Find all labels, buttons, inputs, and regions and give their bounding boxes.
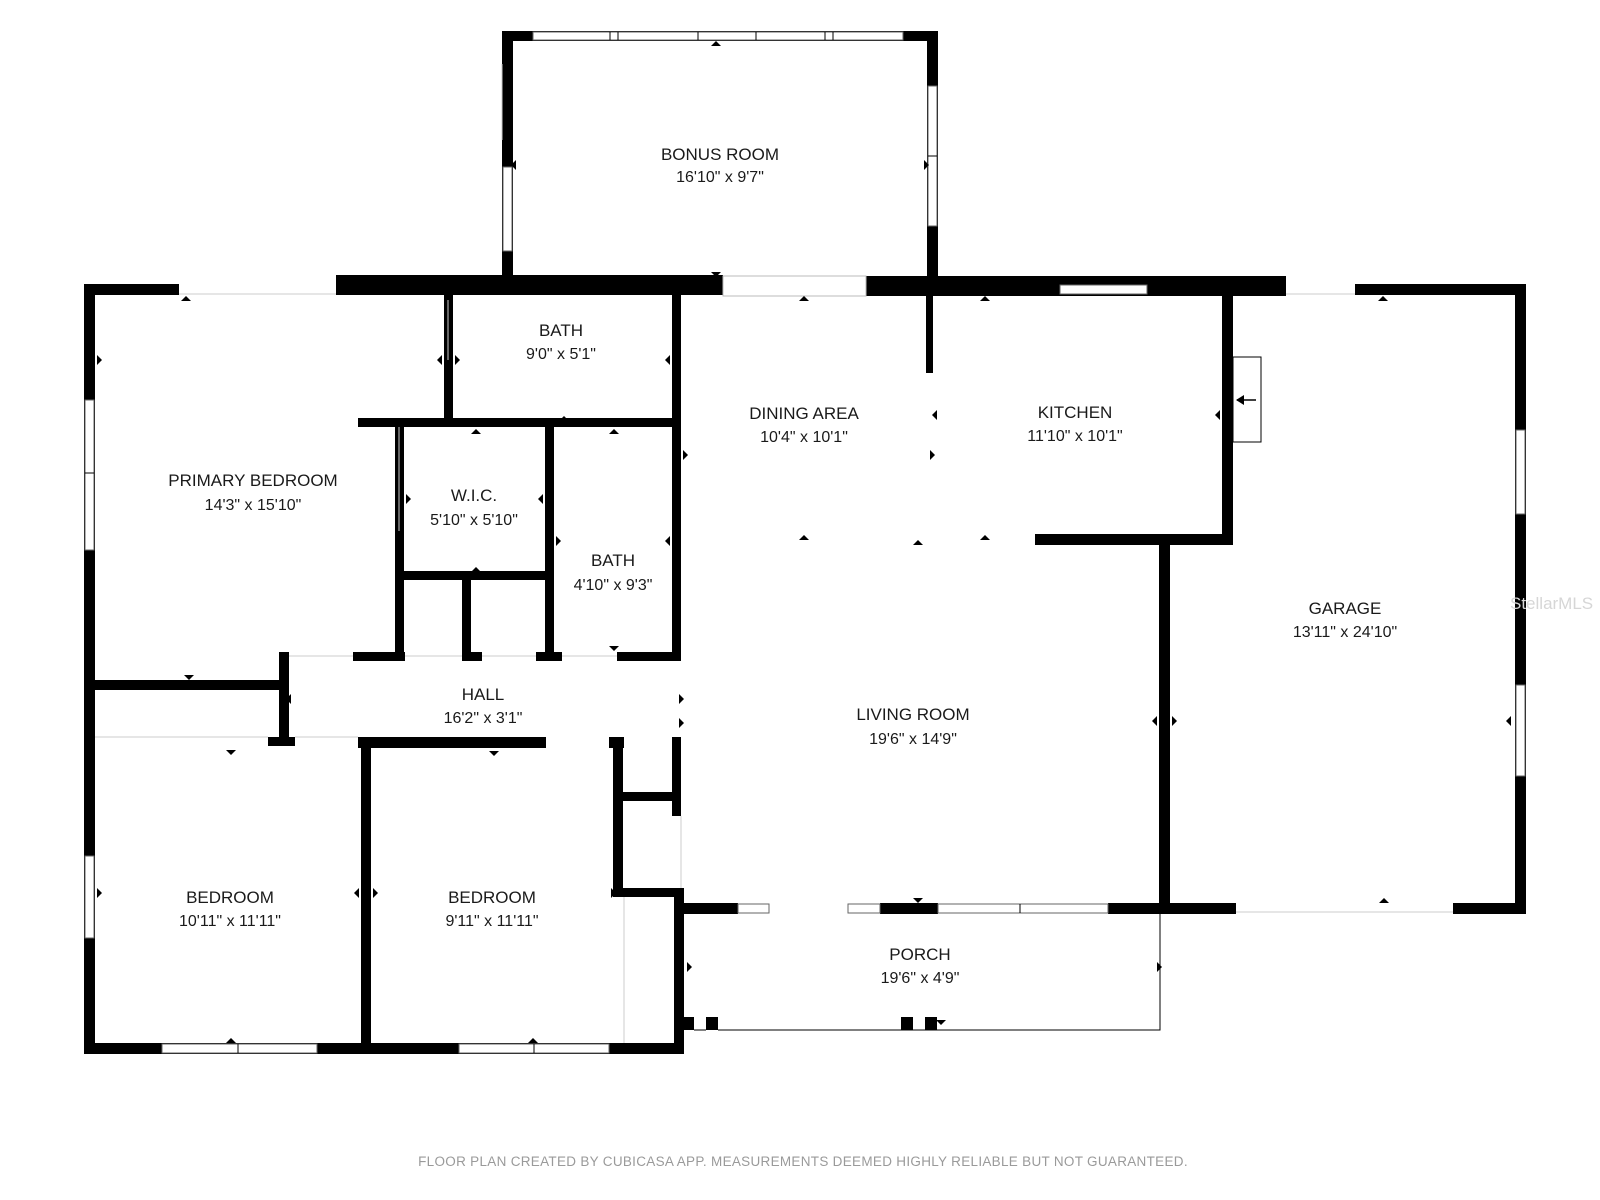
room-dimensions: 13'11" x 24'10" — [1293, 624, 1397, 641]
room-dimensions: 4'10" x 9'3" — [574, 577, 653, 594]
thin-lines — [95, 64, 1453, 1043]
room-name: GARAGE — [1309, 599, 1382, 618]
room-dimensions: 10'11" x 11'11" — [179, 913, 281, 930]
windows — [84, 31, 1526, 1054]
room-label-bath-upper: BATH 9'0" x 5'1" — [526, 321, 596, 363]
room-dimensions: 10'4" x 10'1" — [760, 429, 848, 446]
room-name: BEDROOM — [448, 888, 536, 907]
room-name: DINING AREA — [749, 404, 859, 423]
room-name: BONUS ROOM — [661, 145, 779, 164]
room-dimensions: 5'10" x 5'10" — [430, 512, 518, 529]
room-name: BATH — [539, 321, 583, 340]
room-dimensions: 19'6" x 14'9" — [869, 731, 957, 748]
room-dimensions: 16'10" x 9'7" — [676, 169, 764, 186]
room-name: KITCHEN — [1038, 403, 1113, 422]
room-name: PRIMARY BEDROOM — [168, 471, 337, 490]
room-name: PORCH — [889, 945, 950, 964]
watermark: StellarMLS — [1510, 594, 1593, 613]
room-dimensions: 9'0" x 5'1" — [526, 346, 596, 363]
room-label-garage: GARAGE 13'11" x 24'10" — [1293, 599, 1397, 641]
room-dimensions: 9'11" x 11'11" — [445, 913, 538, 930]
room-label-primary-bedroom: PRIMARY BEDROOM 14'3" x 15'10" — [168, 471, 337, 514]
room-name: BATH — [591, 551, 635, 570]
room-label-wic: W.I.C. 5'10" x 5'10" — [430, 486, 518, 529]
room-dimensions: 16'2" x 3'1" — [444, 710, 523, 727]
room-label-bath-lower: BATH 4'10" x 9'3" — [574, 551, 653, 594]
room-name: W.I.C. — [451, 486, 497, 505]
walls — [84, 31, 1526, 1054]
room-label-porch: PORCH 19'6" x 4'9" — [881, 945, 960, 987]
room-name: BEDROOM — [186, 888, 274, 907]
room-dimensions: 14'3" x 15'10" — [205, 497, 302, 514]
room-label-bedroom-middle: BEDROOM 9'11" x 11'11" — [445, 888, 538, 930]
room-name: HALL — [462, 685, 505, 704]
room-dimensions: 19'6" x 4'9" — [881, 970, 960, 987]
room-label-living-room: LIVING ROOM 19'6" x 14'9" — [856, 705, 969, 748]
room-name: LIVING ROOM — [856, 705, 969, 724]
measure-ticks — [97, 41, 1511, 1043]
room-dimensions: 11'10" x 10'1" — [1027, 428, 1122, 445]
footer-disclaimer: FLOOR PLAN CREATED BY CUBICASA APP. MEAS… — [418, 1154, 1188, 1169]
room-label-hall: HALL 16'2" x 3'1" — [444, 685, 523, 727]
room-label-bonus-room: BONUS ROOM 16'10" x 9'7" — [661, 145, 779, 186]
room-label-dining-area: DINING AREA 10'4" x 10'1" — [749, 404, 859, 446]
room-label-kitchen: KITCHEN 11'10" x 10'1" — [1027, 403, 1122, 445]
room-label-bedroom-left: BEDROOM 10'11" x 11'11" — [179, 888, 281, 930]
